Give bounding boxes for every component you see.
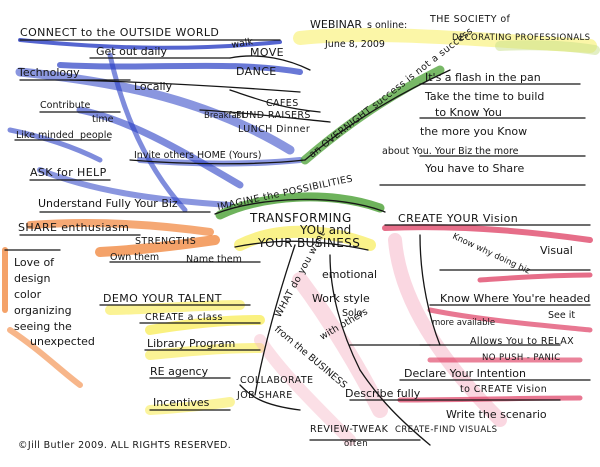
vision-declare: Declare Your Intention [404,367,526,380]
outside-time: time [92,114,114,125]
vision-no-push: NO PUSH - PANIC [482,353,561,363]
overnight-more-know: the more you Know [420,125,527,138]
center-outline [214,198,386,215]
vision-see-it: See it [548,310,575,321]
understand-branch: Understand Fully Your Biz SHARE enthusia… [14,197,242,348]
outside-ask-help: ASK for HELP [30,166,107,179]
header-webinar: WEBINAR [310,18,362,31]
talent-collaborate: COLLABORATE [240,375,313,386]
outside-get-out: Get out daily [96,45,167,58]
center-line2: TRANSFORMING [249,211,352,225]
understand-organizing: organizing [14,304,72,317]
whats-emotional: emotional [322,268,377,281]
outside-dance: DANCE [236,65,277,78]
header-org-1: THE SOCIETY of [429,14,511,25]
vision-title: CREATE YOUR Vision [398,212,518,225]
vision-scenario: Write the scenario [446,408,547,421]
outside-lunch-dinner: LUNCH Dinner [238,124,310,135]
understand-seeing: seeing the [14,320,72,333]
talent-incentives: Incentives [153,396,210,409]
header: WEBINAR s online: June 8, 2009 THE SOCIE… [310,14,590,50]
strengths-name: Name them [186,254,242,265]
vision-more-available: more available [432,318,495,328]
talent-branch: DEMO YOUR TALENT CREATE a class Library … [103,292,313,409]
outside-walk: walk [231,36,255,51]
branch-lines [4,39,591,446]
vision-visuals: CREATE-FIND VISUALS [395,425,497,435]
vision-describe: Describe fully [345,387,421,400]
outside-technology: Technology [17,66,80,79]
pink-wash [382,224,593,243]
outside-invite-home: Invite others HOME (Yours) [134,150,261,161]
understand-love: Love of [14,256,55,269]
blue-wash [18,38,282,50]
overnight-flash: It's a flash in the pan [425,71,541,84]
orange-wash [26,218,214,236]
talent-job-share: JOB SHARE [236,390,293,401]
outside-like-minded: Like minded [16,130,74,141]
center-line4: YOUR BUSINESS [257,236,360,250]
vision-visual: Visual [540,244,573,257]
outside-contribute: Contribute [40,100,91,111]
understand-share: SHARE enthusiasm [18,221,129,234]
outside-breakfast: Breakfast [204,111,245,121]
outside-title: CONNECT to the OUTSIDE WORLD [20,26,219,39]
understand-color: color [14,288,42,301]
overnight-share: You have to Share [424,162,524,175]
outside-move: MOVE [250,46,284,59]
copyright-notice: ©Jill Butler 2009. ALL RIGHTS RESERVED. [18,440,231,451]
overnight-know-you: to Know You [435,106,502,119]
talent-title: DEMO YOUR TALENT [103,292,222,305]
outside-fund-raisers: FUND RAISERS [236,110,311,121]
whats-work-style: Work style [312,292,370,305]
talent-class: CREATE a class [145,312,223,323]
vision-headed: Know Where You're headed [440,292,590,305]
header-org-2: DECORATING PROFESSIONALS [452,33,590,43]
center-line3: YOU and [299,223,351,237]
vision-relax: Allows You to RELAX [470,336,574,347]
talent-re-agency: RE agency [150,365,209,378]
strengths-own: Own them [110,252,159,263]
outside-people: people [80,130,112,141]
vision-to-create: to CREATE Vision [460,384,547,395]
vision-review: REVIEW-TWEAK [310,424,389,435]
understand-unexpected: unexpected [30,335,95,348]
vision-often: often [344,439,368,449]
understand-design: design [14,272,51,285]
talent-library: Library Program [147,337,235,350]
understand-title: Understand Fully Your Biz [38,197,178,210]
outside-branch: CONNECT to the OUTSIDE WORLD Get out dai… [16,26,311,179]
whats-solo: Solo [342,308,362,319]
overnight-take-time: Take the time to build [424,90,544,103]
header-online: s online: [367,20,407,31]
overnight-about-you: about You. Your Biz the more [382,146,519,157]
header-date: June 8, 2009 [324,39,385,50]
strengths-label: STRENGTHS [135,236,196,247]
outside-locally: Locally [134,80,173,93]
outside-cafes: CAFES [266,98,299,109]
